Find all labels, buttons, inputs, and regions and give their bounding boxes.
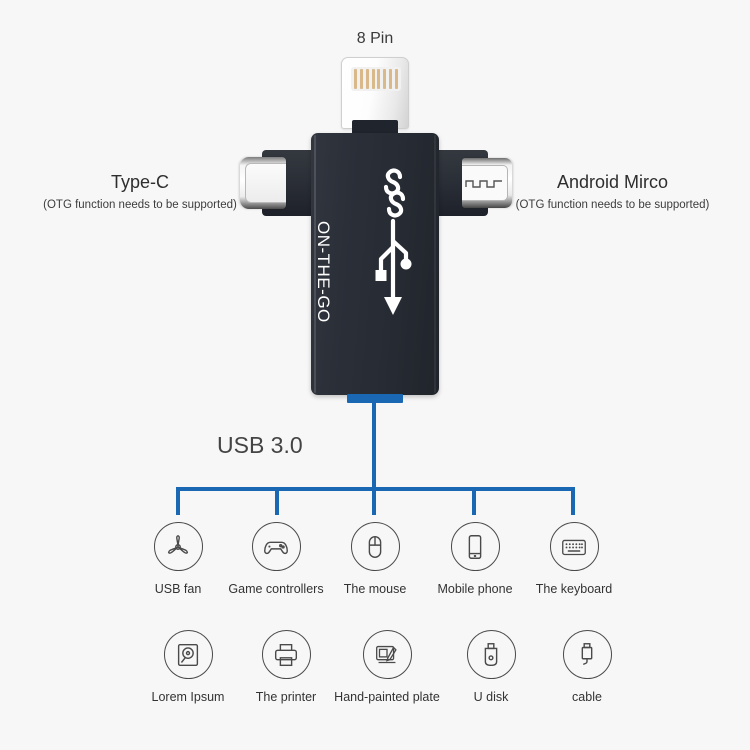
usb-version-label: USB 3.0 bbox=[217, 432, 303, 458]
pin-count-label: 8 Pin bbox=[356, 30, 394, 47]
android-micro-note: (OTG function needs to be supported) bbox=[515, 199, 710, 211]
usb-type-c-plug-icon bbox=[240, 157, 286, 209]
tree-drop bbox=[372, 489, 376, 515]
keyboard-icon bbox=[549, 522, 599, 571]
gamepad-icon bbox=[251, 522, 301, 571]
tree-drop bbox=[275, 489, 279, 515]
tree-stem bbox=[372, 400, 376, 490]
device-item-mouse: The mouse bbox=[320, 522, 430, 596]
hard-drive-icon bbox=[163, 630, 213, 679]
mouse-icon bbox=[350, 522, 400, 571]
device-item-u-disk: U disk bbox=[436, 630, 546, 704]
drawing-tablet-icon bbox=[362, 630, 412, 679]
device-item-cable: cable bbox=[532, 630, 642, 704]
device-item-printer: The printer bbox=[231, 630, 341, 704]
smartphone-icon bbox=[450, 522, 500, 571]
lightning-plug-neck bbox=[352, 120, 398, 136]
android-micro-title: Android Mirco bbox=[556, 172, 669, 192]
device-item-mobile-phone: Mobile phone bbox=[420, 522, 530, 596]
usb-a-plug-icon bbox=[347, 394, 403, 403]
device-label: Game controllers bbox=[228, 582, 324, 596]
otg-adapter-body bbox=[311, 133, 439, 395]
device-label: The keyboard bbox=[535, 582, 613, 596]
type-c-title: Type-C bbox=[110, 172, 170, 192]
micro-usb-pin-pattern bbox=[465, 180, 502, 188]
device-label: Mobile phone bbox=[437, 582, 513, 596]
fan-icon bbox=[153, 522, 203, 571]
device-item-keyboard: The keyboard bbox=[519, 522, 629, 596]
device-label: The printer bbox=[255, 690, 317, 704]
device-label: U disk bbox=[473, 690, 509, 704]
tree-drop bbox=[176, 489, 180, 515]
android-micro-caption: Android Mirco (OTG function needs to be … bbox=[505, 172, 720, 211]
device-label: Lorem Ipsum bbox=[151, 690, 225, 704]
device-item-lorem-ipsum: Lorem Ipsum bbox=[133, 630, 243, 704]
usb-cable-icon bbox=[562, 630, 612, 679]
device-item-usb-fan: USB fan bbox=[123, 522, 233, 596]
tree-drop bbox=[571, 489, 575, 515]
printer-icon bbox=[261, 630, 311, 679]
micro-usb-plug-icon bbox=[462, 158, 512, 208]
tree-drop bbox=[472, 489, 476, 515]
lightning-contact-pins bbox=[351, 67, 401, 91]
type-c-caption: Type-C (OTG function needs to be support… bbox=[35, 172, 245, 211]
usb-flash-drive-icon bbox=[466, 630, 516, 679]
lightning-8pin-plug-icon bbox=[341, 57, 409, 129]
device-label: cable bbox=[572, 690, 602, 704]
device-item-game-controllers: Game controllers bbox=[221, 522, 331, 596]
device-item-hand-painted-plate: Hand-painted plate bbox=[332, 630, 442, 704]
device-label: Hand-painted plate bbox=[334, 690, 440, 704]
device-label: The mouse bbox=[343, 582, 407, 596]
device-label: USB fan bbox=[154, 582, 202, 596]
type-c-note: (OTG function needs to be supported) bbox=[43, 199, 237, 211]
